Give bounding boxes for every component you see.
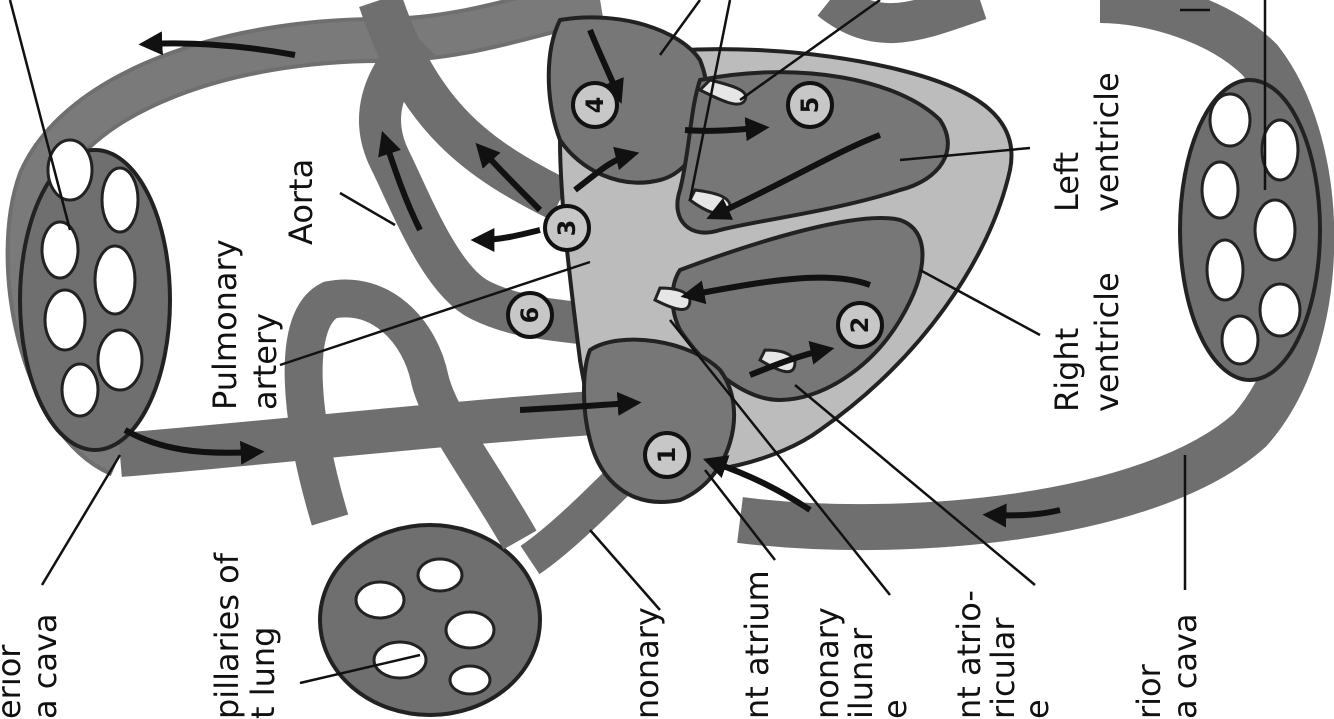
label-pulmonary-vein-line1: nonary — [628, 607, 666, 719]
label-pulmonary-artery-line2: artery — [246, 313, 284, 410]
label-superior-vena-cava-line2: a cava — [26, 613, 64, 719]
label-right-ventricle-line2: ventricle — [1088, 272, 1126, 412]
node-1-label: 1 — [653, 447, 681, 464]
label-pulmonary-artery-line1: Pulmonary — [206, 239, 244, 410]
label-pulmonary-semilunar-valve-line3: e — [876, 699, 914, 719]
label-left-ventricle-line2: ventricle — [1088, 72, 1126, 212]
label-capillaries-right-lung-line1: pillaries of — [208, 552, 246, 719]
label-right-av-valve-line2: ricular — [984, 617, 1022, 719]
label-right-av-valve-line3: e — [1018, 699, 1056, 719]
leader-line — [42, 455, 120, 585]
label-aorta: Aorta — [282, 159, 320, 245]
label-superior-vena-cava: erior a cava — [0, 613, 64, 719]
label-inferior-vena-cava-line1: rior — [1130, 663, 1168, 719]
label-pulmonary-artery: Pulmonary artery — [206, 229, 284, 410]
label-right-av-valve-line1: nt atrio- — [950, 590, 988, 719]
lower-capillary-bed — [1180, 80, 1320, 380]
node-2-label: 2 — [846, 317, 874, 334]
label-left-ventricle: Left ventricle — [1048, 72, 1126, 212]
node-1: 1 — [645, 433, 689, 477]
label-right-atrium-line1: nt atrium — [738, 570, 776, 719]
leader-line — [590, 530, 660, 610]
node-6: 6 — [508, 293, 552, 337]
node-5-label: 5 — [796, 97, 824, 114]
node-2: 2 — [838, 303, 882, 347]
node-3-label: 3 — [553, 220, 581, 237]
leader-line — [795, 385, 1035, 585]
node-6-label: 6 — [516, 307, 544, 324]
label-capillaries-right-lung-line2: t lung — [244, 627, 282, 719]
label-right-ventricle: Right ventricle — [1048, 272, 1126, 412]
label-inferior-vena-cava: rior a cava — [1130, 613, 1204, 719]
node-4-label: 4 — [581, 97, 609, 114]
label-superior-vena-cava-line1: erior — [0, 644, 28, 719]
label-left-ventricle-line1: Left — [1048, 152, 1086, 212]
label-pulmonary-semilunar-valve-line1: nonary — [808, 607, 846, 719]
label-pulmonary-vein: nonary — [628, 607, 666, 719]
node-3: 3 — [545, 206, 589, 250]
flow-arrow — [480, 230, 540, 240]
label-right-atrium: nt atrium — [738, 570, 776, 719]
label-right-ventricle-line1: Right — [1048, 328, 1086, 412]
label-pulmonary-semilunar-valve: nonary ilunar e — [808, 597, 914, 719]
flow-arrow — [685, 128, 760, 131]
node-5: 5 — [788, 83, 832, 127]
label-capillaries-right-lung: pillaries of t lung — [208, 543, 282, 719]
label-inferior-vena-cava-line2: a cava — [1166, 613, 1204, 719]
label-right-av-valve: nt atrio- ricular e — [950, 580, 1056, 719]
node-4: 4 — [573, 83, 617, 127]
superior-vena-cava-vessel — [120, 410, 640, 455]
label-pulmonary-semilunar-valve-line2: ilunar — [842, 627, 880, 719]
